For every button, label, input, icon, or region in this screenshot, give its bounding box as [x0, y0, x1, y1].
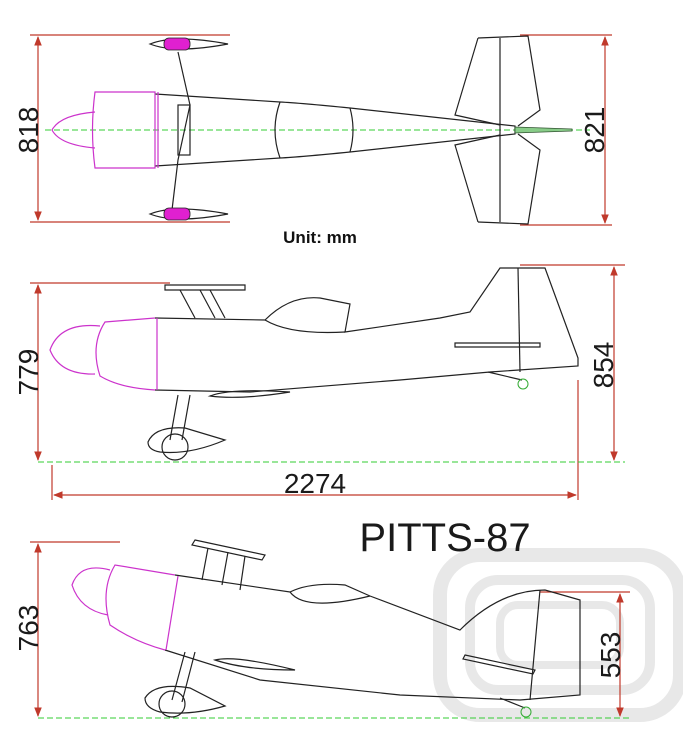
side-view-left-height: 779: [13, 349, 44, 396]
side-view-dimension-lines: [30, 264, 625, 500]
side-view-right-height: 854: [588, 342, 619, 389]
perspective-tailwheel: [520, 706, 532, 718]
top-view-fuselage: [148, 35, 541, 225]
perspective-fuselage: [144, 539, 581, 718]
model-title: PITTS-87: [359, 516, 530, 560]
top-view-left-height: 818: [13, 107, 44, 154]
perspective-right-height: 553: [595, 632, 626, 679]
perspective-cowl: [71, 564, 179, 651]
side-view-cowl: [49, 317, 158, 391]
top-view-wheels: [163, 37, 191, 221]
top-view-right-height: 821: [579, 107, 610, 154]
watermark-logo: [433, 548, 683, 722]
side-view-tailwheel: [517, 378, 529, 390]
top-view-dimension-lines: [30, 34, 612, 226]
top-view-rudder: [514, 126, 573, 134]
side-view: 779 854 2274: [13, 264, 625, 500]
top-view: 818 821 Unit: mm: [13, 34, 612, 247]
top-view-cowl: [51, 91, 159, 169]
unit-label: Unit: mm: [283, 228, 357, 247]
side-view-length: 2274: [284, 468, 346, 499]
side-view-fuselage: [147, 267, 579, 461]
perspective-left-height: 763: [13, 605, 44, 652]
perspective-view: 763 553: [13, 539, 630, 719]
perspective-dimension-lines: [30, 541, 630, 717]
